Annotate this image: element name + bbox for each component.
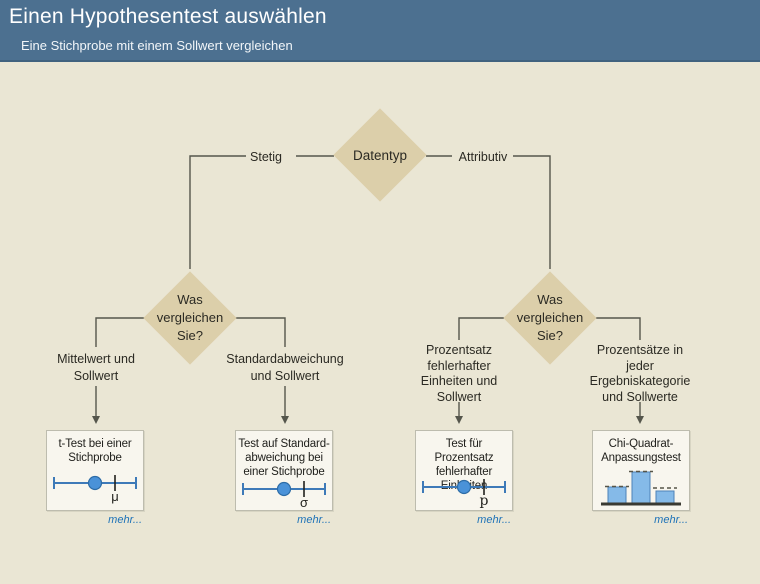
test-card-title: Test auf Standard- abweichung bei einer …: [238, 438, 330, 478]
decision-datentyp-label: Datentyp: [352, 148, 408, 163]
arrowhead-icon: [636, 416, 644, 424]
p-symbol: p: [479, 493, 489, 509]
test-card-standardabweichung[interactable]: Test auf Standard- abweichung bei einer …: [235, 430, 333, 511]
arrowhead-icon: [281, 416, 289, 424]
sample-proportion-plot-icon: p: [420, 477, 508, 513]
test-card-title: Test für Prozentsatz fehlerhafter Einhei…: [434, 438, 494, 492]
header: Einen Hypothesentest auswählen Eine Stic…: [0, 0, 760, 62]
sample-sigma-plot-icon: σ: [240, 479, 328, 515]
branch-label-attributiv: Attributiv: [458, 150, 508, 164]
more-link[interactable]: mehr...: [108, 514, 142, 526]
test-card-prozentsatz[interactable]: Test für Prozentsatz fehlerhafter Einhei…: [415, 430, 513, 511]
branch-label-stetig: Stetig: [250, 150, 282, 164]
test-card-title: Chi-Quadrat- Anpassungstest: [601, 438, 681, 464]
sigma-symbol: σ: [299, 495, 309, 510]
outcome-label-prozentsaetze: Prozentsätze in jeder Ergebniskategorie …: [589, 343, 691, 404]
test-card-t-test[interactable]: t-Test bei einer Stichprobe μ: [46, 430, 144, 511]
outcome-label-standardabweichung: Standardabweichung und Sollwert: [226, 352, 344, 383]
arrowhead-icon: [92, 416, 100, 424]
sample-mean-plot-icon: μ: [51, 473, 139, 509]
test-card-chi-quadrat[interactable]: Chi-Quadrat- Anpassungstest: [592, 430, 690, 511]
page-subtitle: Eine Stichprobe mit einem Sollwert vergl…: [21, 38, 293, 53]
chi-square-bars-icon: [599, 463, 687, 506]
arrowhead-icon: [455, 416, 463, 424]
connector-attributiv: [426, 155, 551, 269]
outcome-label-mittelwert: Mittelwert und Sollwert: [57, 352, 135, 383]
decision-was-vergleichen-rechts-label: Was vergleichen Sie?: [516, 292, 584, 343]
page-title: Einen Hypothesentest auswählen: [9, 5, 327, 28]
decision-was-vergleichen-links-label: Was vergleichen Sie?: [156, 292, 224, 343]
test-card-title: t-Test bei einer Stichprobe: [58, 438, 132, 464]
more-link[interactable]: mehr...: [477, 514, 511, 526]
outcome-label-prozentsatz: Prozentsatz fehlerhafter Einheiten und S…: [420, 343, 498, 404]
mu-symbol: μ: [111, 489, 119, 504]
connector-stetig: [189, 155, 334, 269]
more-link[interactable]: mehr...: [297, 514, 331, 526]
more-link[interactable]: mehr...: [654, 514, 688, 526]
